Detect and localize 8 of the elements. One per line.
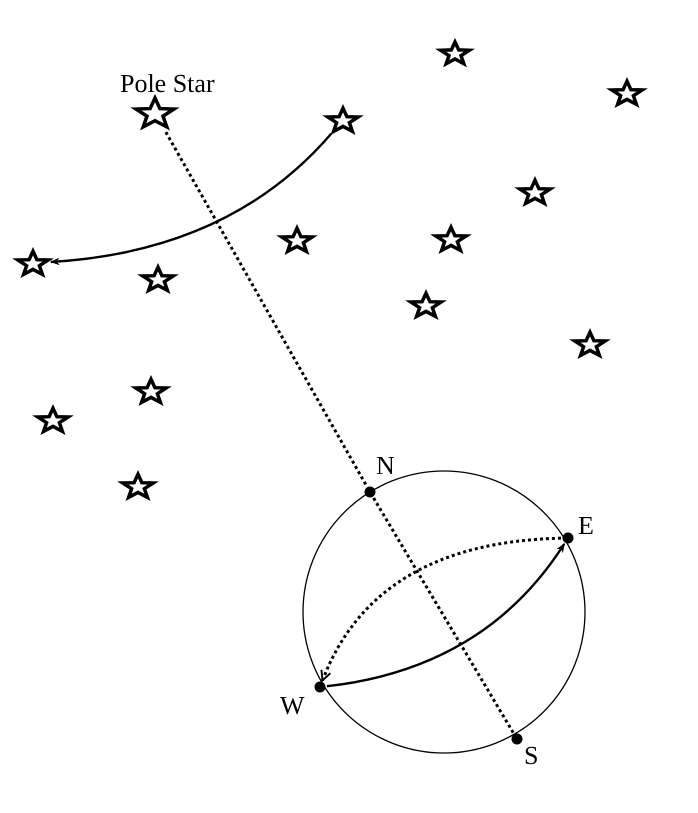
curved-arrow [50,132,332,266]
star-name-label: Pole Star [120,70,215,98]
direction-letter: S [524,742,538,770]
direction-letter: N [376,452,395,480]
direction-letter: W [280,692,305,720]
dotted-line [164,131,368,487]
direction-letter: E [578,512,594,540]
dotted-line [372,497,515,734]
